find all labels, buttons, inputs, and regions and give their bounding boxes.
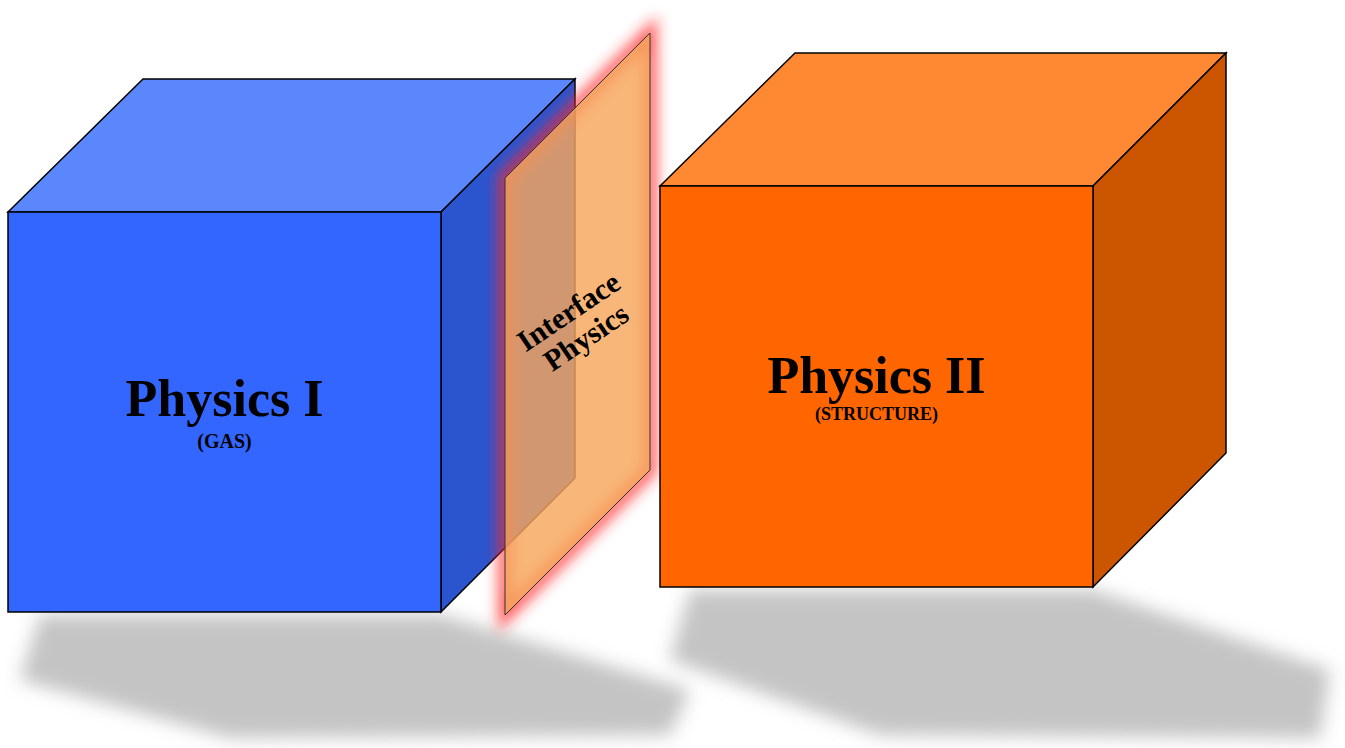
node-title: Physics I — [126, 372, 324, 427]
cube-shadow — [20, 615, 690, 738]
cube-front-face — [8, 212, 441, 612]
interface-label-area: Interface Physics — [486, 242, 669, 406]
cube-front-face — [660, 186, 1093, 587]
node-title: Interface Physics — [501, 259, 652, 390]
cube-side-face — [1093, 53, 1226, 587]
node-subtitle: (STRUCTURE) — [815, 405, 938, 424]
cube-shadow — [670, 590, 1330, 738]
gas-cube-face: Physics I (GAS) — [8, 212, 441, 612]
node-subtitle: (GAS) — [197, 431, 251, 452]
node-title: Physics II — [767, 349, 985, 404]
structure-cube-face: Physics II(STRUCTURE) — [660, 186, 1093, 587]
